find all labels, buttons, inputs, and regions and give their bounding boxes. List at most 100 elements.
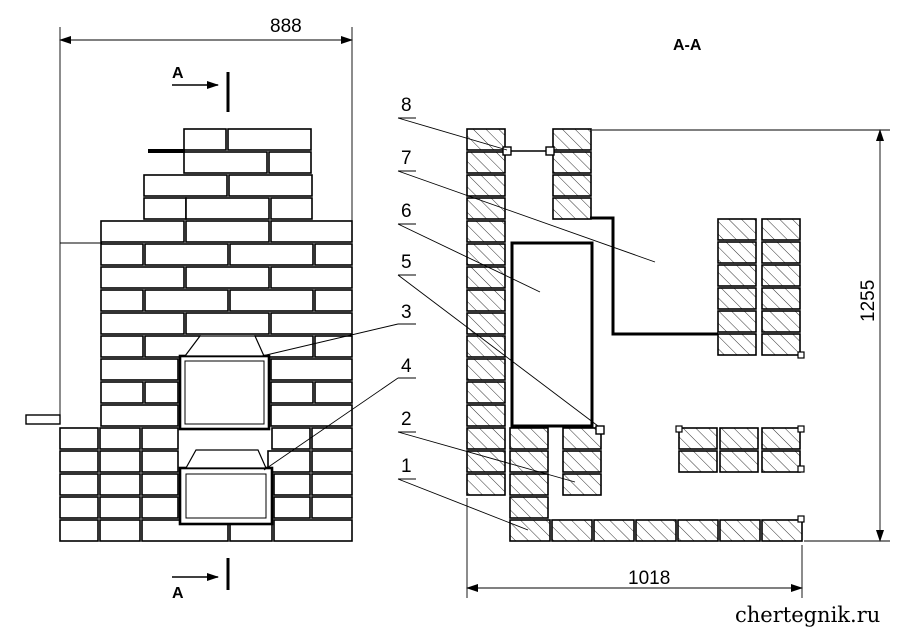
section-brick — [761, 264, 801, 287]
section-brick — [761, 519, 803, 542]
section-brick — [466, 312, 506, 335]
callout-2-number: 2 — [401, 409, 412, 430]
front-brick — [311, 473, 353, 496]
front-brick — [100, 404, 179, 427]
front-brick — [144, 243, 229, 266]
dimension-1255: 1255 — [592, 129, 890, 542]
grate-fitting — [595, 425, 605, 435]
dimension-888-label: 888 — [270, 16, 302, 37]
section-brick — [761, 241, 801, 264]
front-brick — [311, 496, 353, 519]
section-title: A-A — [673, 37, 702, 54]
front-brick — [270, 404, 353, 427]
section-brick — [509, 519, 551, 542]
callout-2: 2 — [397, 409, 576, 483]
front-brick — [273, 496, 311, 519]
section-brick — [551, 519, 593, 542]
callout-7: 7 — [397, 148, 656, 263]
section-brick — [562, 427, 602, 450]
callout-5-number: 5 — [401, 252, 412, 273]
front-brick — [311, 427, 353, 450]
section-brick — [677, 519, 719, 542]
section-brick — [509, 427, 549, 450]
section-brick — [717, 287, 757, 310]
section-brick — [562, 450, 602, 473]
front-brick — [267, 450, 311, 473]
front-brick — [59, 450, 99, 473]
front-brick — [59, 427, 99, 450]
section-brick — [678, 427, 718, 450]
front-brick — [144, 381, 179, 404]
front-brick — [271, 427, 311, 450]
section-brick — [552, 128, 592, 151]
front-brick — [100, 312, 185, 335]
section-brick — [717, 218, 757, 241]
front-brick — [100, 358, 179, 381]
section-brick — [466, 243, 506, 266]
dimension-1255-label: 1255 — [858, 280, 879, 322]
front-brick — [311, 450, 353, 473]
flue-channel — [590, 216, 718, 336]
firebox-chamber — [510, 241, 594, 428]
front-brick — [183, 151, 268, 174]
front-brick — [273, 519, 353, 542]
front-brick — [185, 220, 270, 243]
front-brick — [59, 496, 99, 519]
section-brick — [717, 333, 757, 356]
front-brick — [141, 427, 179, 450]
watermark-text: chertegnik.ru — [735, 603, 880, 627]
front-brick — [314, 243, 353, 266]
front-brick — [100, 220, 185, 243]
callout-3: 3 — [261, 302, 416, 357]
section-marker-top: A — [172, 65, 230, 112]
section-brick — [466, 404, 506, 427]
front-brick — [100, 289, 144, 312]
front-brick — [229, 243, 314, 266]
section-brick — [761, 218, 801, 241]
fitting-d — [797, 351, 805, 359]
callout-1: 1 — [397, 456, 529, 531]
front-brick — [270, 266, 353, 289]
section-brick — [678, 450, 718, 473]
damper-plate — [502, 146, 555, 156]
callout-8: 8 — [397, 95, 508, 151]
section-brick — [719, 427, 759, 450]
front-brick — [268, 151, 312, 174]
section-brick — [466, 381, 506, 404]
front-brick — [143, 197, 187, 220]
front-brick — [99, 496, 141, 519]
callout-4-number: 4 — [401, 356, 412, 377]
section-marker-bottom: A — [172, 558, 230, 602]
section-brick — [719, 519, 761, 542]
front-brick — [270, 312, 353, 335]
dimension-1018: 1018 — [466, 498, 803, 598]
front-brick — [270, 220, 353, 243]
front-brick — [185, 312, 270, 335]
front-brick — [144, 289, 229, 312]
dimension-888: 888 — [59, 16, 353, 420]
upper-arch — [183, 335, 265, 357]
front-brick — [99, 450, 141, 473]
front-brick — [227, 128, 312, 151]
section-marker-top-label: A — [172, 65, 184, 82]
front-brick — [99, 519, 141, 542]
section-brick — [635, 519, 677, 542]
callout-5: 5 — [397, 252, 599, 427]
front-brick — [100, 381, 144, 404]
front-brick — [59, 473, 99, 496]
front-brick — [270, 381, 314, 404]
callout-6-number: 6 — [401, 201, 412, 222]
section-brick — [466, 128, 506, 151]
front-brick — [99, 473, 141, 496]
section-brick — [466, 473, 506, 496]
section-brick — [761, 427, 801, 450]
callout-6: 6 — [397, 201, 541, 293]
section-brick — [719, 450, 759, 473]
section-brick — [466, 289, 506, 312]
section-brick — [466, 450, 506, 473]
section-brick — [761, 450, 801, 473]
section-brick — [466, 358, 506, 381]
section-brick — [466, 197, 506, 220]
front-brick — [100, 335, 144, 358]
section-brick — [562, 473, 602, 496]
